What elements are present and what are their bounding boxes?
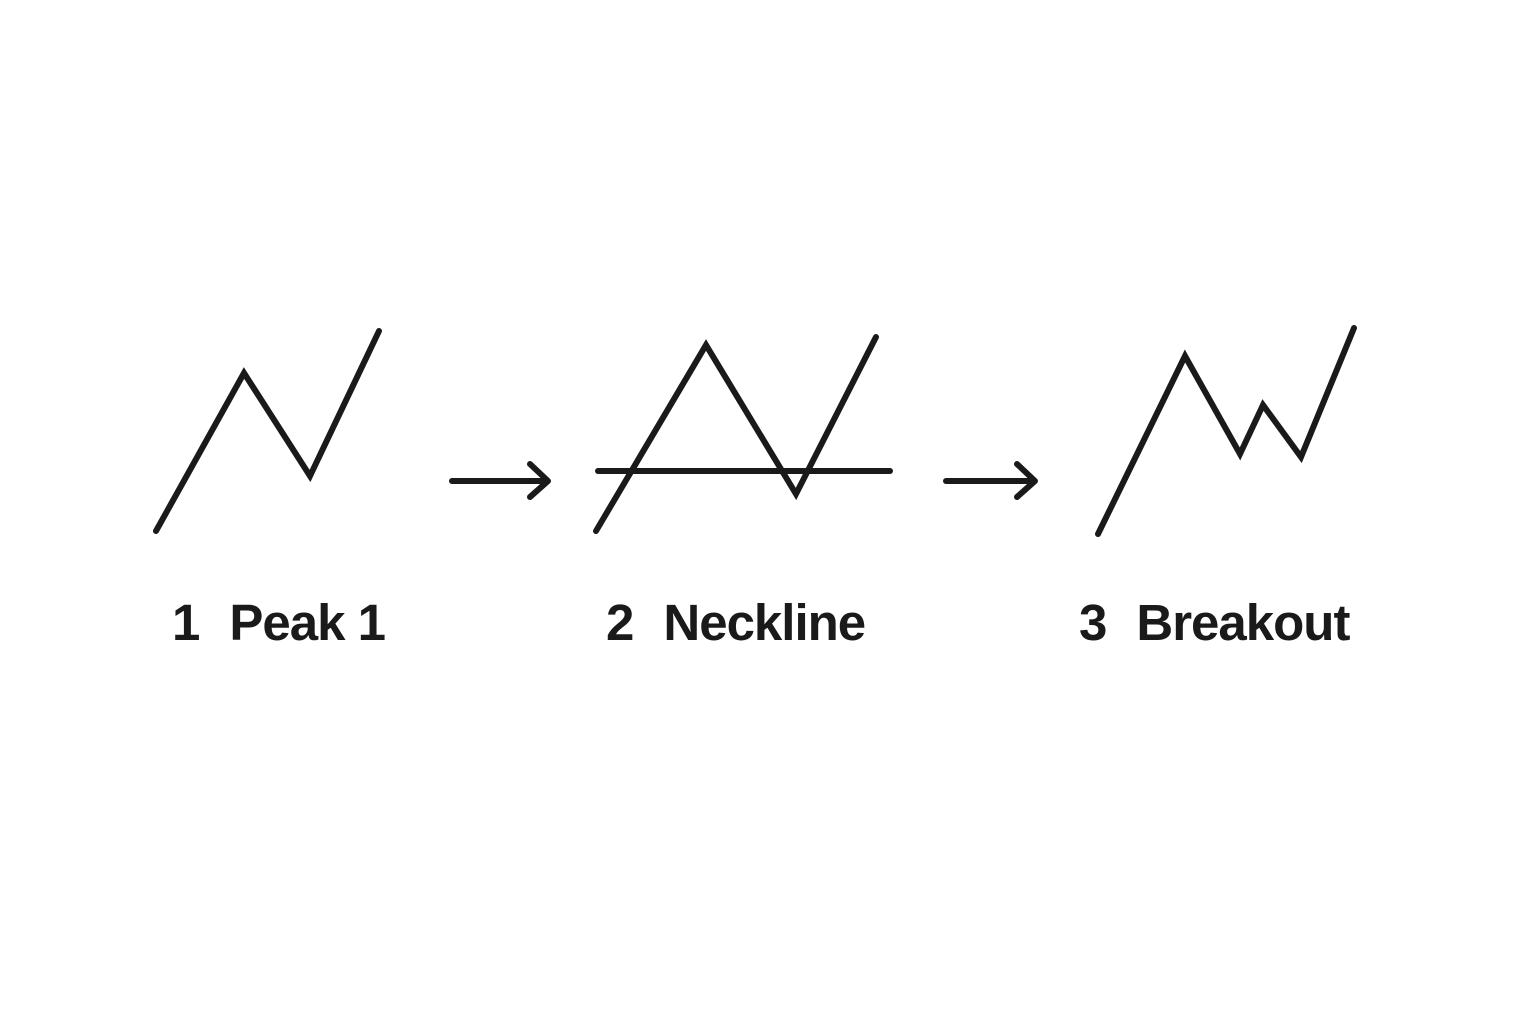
- step-1-title: Peak 1: [229, 594, 386, 651]
- neckline-zigzag-line: [593, 334, 879, 534]
- peak-zigzag-icon: [153, 328, 382, 534]
- step-2-title: Neckline: [663, 594, 866, 651]
- step-1-label: 1 Peak 1: [172, 588, 386, 658]
- breakout-zigzag-icon: [1095, 325, 1357, 537]
- peak-zigzag-line: [153, 328, 382, 534]
- right-arrow-icon: [943, 461, 1038, 500]
- breakout-zigzag-line: [1095, 325, 1357, 537]
- step-3-number: 3: [1079, 594, 1107, 651]
- step-2-number: 2: [606, 594, 634, 651]
- step-2-label: 2 Neckline: [606, 588, 866, 658]
- arrow-1-head: [527, 461, 551, 500]
- right-arrow-icon: [449, 461, 551, 500]
- neckline-pattern-icon: [593, 334, 893, 534]
- step-3-title: Breakout: [1136, 594, 1350, 651]
- step-1-number: 1: [172, 594, 200, 651]
- arrow-2-head: [1014, 461, 1038, 500]
- step-3-label: 3 Breakout: [1079, 588, 1350, 658]
